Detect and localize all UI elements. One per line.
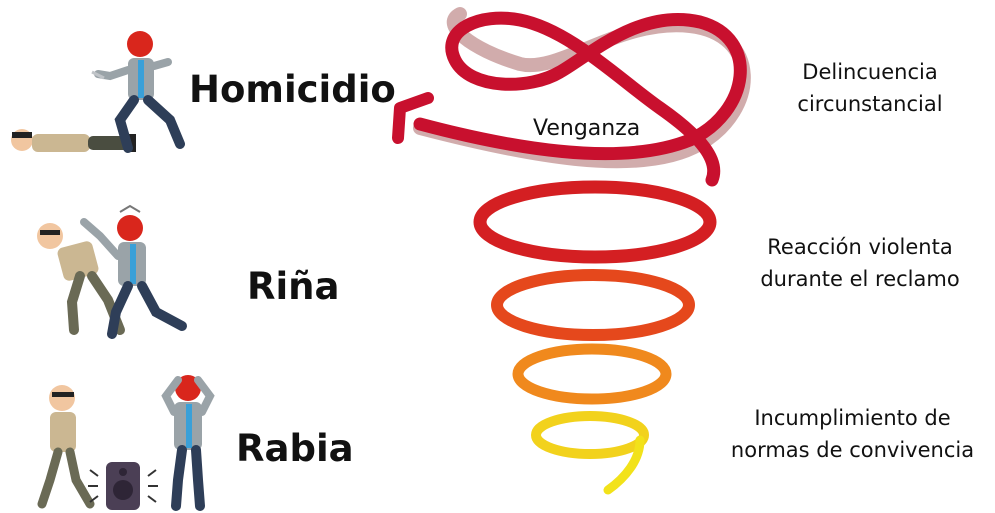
attacker-figure [92, 31, 180, 148]
label-incumplimiento-line-1: Incumplimiento de [710, 402, 995, 434]
spiral-coil-3 [518, 349, 666, 399]
label-incumplimiento-line-2: normas de convivencia [710, 434, 995, 466]
label-delincuencia-line-1: Delincuencia [760, 56, 980, 88]
lying-victim-figure [11, 129, 136, 152]
spiral-coil-2 [497, 275, 689, 335]
angry-neighbor-figure [166, 375, 210, 506]
label-venganza: Venganza [533, 116, 640, 141]
label-reaccion: Reacción violenta durante el reclamo [735, 231, 985, 295]
label-homicidio: Homicidio [189, 68, 396, 111]
label-delincuencia: Delincuencia circunstancial [760, 56, 980, 120]
escalation-spiral [398, 14, 744, 490]
label-reaccion-line-1: Reacción violenta [735, 231, 985, 263]
spiral-coil-1 [480, 187, 710, 257]
neighbor-man-figure [42, 385, 90, 504]
label-rina: Riña [247, 265, 339, 308]
speaker-icon [88, 462, 158, 510]
label-rabia: Rabia [236, 427, 354, 470]
homicidio-illustration [11, 31, 180, 152]
rina-illustration [37, 206, 182, 334]
label-reaccion-line-2: durante el reclamo [735, 263, 985, 295]
angry-fighter-figure [84, 206, 182, 334]
rabia-illustration [42, 375, 210, 510]
label-delincuencia-line-2: circunstancial [760, 88, 980, 120]
spiral-coil-4 [536, 416, 644, 454]
label-incumplimiento: Incumplimiento de normas de convivencia [710, 402, 995, 466]
